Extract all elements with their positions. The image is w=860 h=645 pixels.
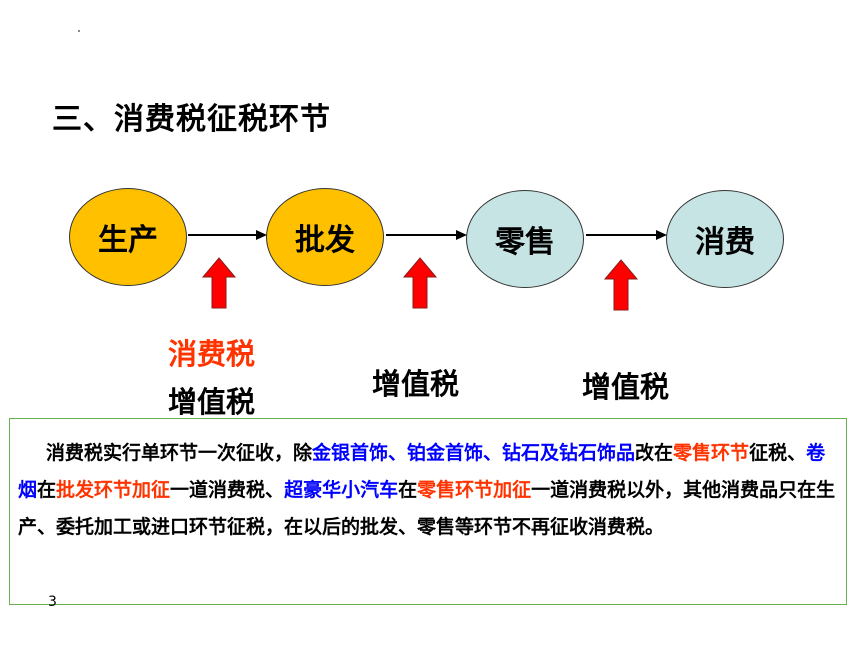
tax-up-arrow-3 [603, 259, 639, 311]
para-text-5: 一道消费税、 [170, 479, 285, 501]
tax-up-arrow-1 [201, 257, 237, 309]
tax-up-arrow-2 [402, 257, 438, 309]
para-jewelry: 金银首饰、铂金首饰、钻石及钻石饰品 [312, 442, 636, 464]
flow-arrow-2 [386, 230, 467, 240]
flow-arrow-1 [188, 230, 267, 240]
stage-production-label: 生产 [98, 223, 158, 258]
para-text-3: 征税、 [749, 442, 807, 464]
stage-production: 生产 [69, 188, 187, 286]
para-text-6: 在 [398, 479, 418, 501]
stage-wholesale: 批发 [266, 188, 384, 286]
flow-arrow-3 [586, 230, 667, 240]
stage-retail-label: 零售 [495, 225, 555, 260]
para-text-7: 一道消费税以外，其他消费品只在生产、委托加工或进口环节征税，在以后的批发、零售等… [18, 479, 836, 538]
tax-label-vat-2: 增值税 [372, 367, 460, 401]
para-retail-levy: 零售环节加征 [417, 479, 532, 501]
tax-label-consumption: 消费税 [168, 337, 256, 371]
page-title: 三、消费税征税环节 [52, 102, 331, 137]
para-retail: 零售环节 [673, 442, 750, 464]
para-luxury-car: 超豪华小汽车 [284, 479, 399, 501]
para-cigarettes: 卷烟 [18, 442, 826, 501]
tax-label-vat-1: 增值税 [168, 385, 256, 419]
stage-consumption-label: 消费 [695, 225, 755, 260]
page-number: 3 [48, 594, 57, 610]
tax-label-vat-3: 增值税 [582, 370, 670, 404]
para-text-4: 在 [37, 479, 57, 501]
stage-wholesale-label: 批发 [295, 223, 355, 258]
stage-retail: 零售 [466, 190, 584, 288]
dot-mark [78, 30, 80, 32]
para-text-1: 消费税实行单环节一次征收，除 [46, 442, 313, 464]
stage-consumption: 消费 [666, 190, 784, 288]
para-wholesale-levy: 批发环节加征 [56, 479, 171, 501]
explanation-box: 消费税实行单环节一次征收，除金银首饰、铂金首饰、钻石及钻石饰品改在零售环节征税、… [9, 418, 847, 605]
para-text-2: 改在 [635, 442, 674, 464]
